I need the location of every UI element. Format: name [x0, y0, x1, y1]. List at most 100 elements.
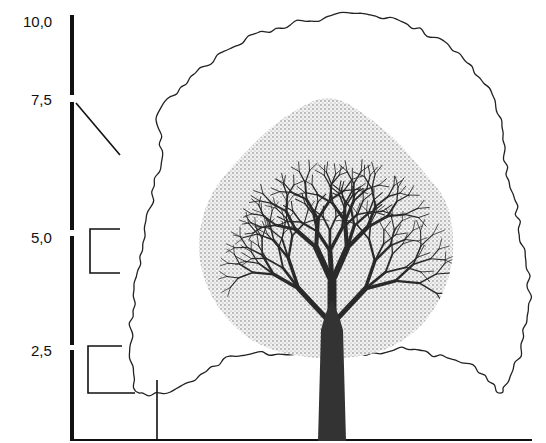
branch	[364, 176, 372, 188]
branch	[379, 179, 386, 185]
branch	[323, 217, 330, 231]
branch	[445, 252, 446, 263]
branch	[252, 214, 264, 216]
branch	[285, 212, 293, 222]
branch	[279, 247, 283, 268]
branch	[351, 204, 357, 212]
branch	[233, 235, 243, 237]
height-scale	[70, 15, 532, 441]
branch	[259, 246, 266, 258]
branch	[287, 221, 301, 223]
branch	[305, 183, 306, 200]
branch	[395, 177, 398, 187]
branch	[295, 193, 305, 196]
ground-line	[70, 439, 532, 441]
branch	[295, 229, 316, 247]
branch	[291, 201, 292, 211]
branch	[318, 194, 326, 202]
branch	[308, 201, 315, 210]
scale-label: 10,0	[22, 14, 53, 29]
branch	[282, 193, 288, 203]
scale-label: 7,5	[30, 92, 53, 107]
branch	[249, 223, 258, 234]
branch	[259, 263, 274, 274]
branch	[251, 242, 252, 252]
branch	[254, 217, 256, 226]
branch	[316, 247, 332, 282]
branch	[346, 220, 358, 226]
branch	[282, 221, 284, 232]
height-bracket	[156, 380, 158, 440]
branch	[226, 248, 235, 253]
branch	[331, 187, 333, 204]
branch	[253, 210, 262, 213]
branch	[357, 200, 363, 214]
branch	[391, 217, 394, 230]
branch	[270, 210, 273, 223]
branch	[384, 221, 391, 230]
branch	[372, 174, 375, 189]
branch	[402, 217, 411, 221]
branch	[358, 226, 369, 240]
branch	[294, 181, 303, 185]
branch	[347, 171, 354, 183]
branch	[406, 257, 418, 267]
branch	[282, 239, 288, 259]
branch	[339, 211, 345, 220]
height-bracket	[76, 103, 120, 155]
branch	[335, 206, 337, 217]
branch	[405, 230, 413, 239]
branch	[293, 175, 294, 185]
branch	[369, 223, 371, 239]
branch	[363, 193, 372, 200]
branch	[227, 276, 238, 277]
branch	[276, 208, 286, 218]
branch	[284, 225, 293, 233]
scale-bar	[70, 350, 74, 441]
branch	[419, 218, 426, 227]
branch	[372, 162, 375, 174]
branch	[418, 200, 424, 208]
branch	[387, 201, 397, 216]
branch	[397, 195, 409, 201]
branch	[221, 258, 228, 263]
branch	[336, 219, 346, 221]
branch	[341, 188, 343, 198]
branch	[339, 193, 345, 208]
branch	[240, 264, 253, 272]
branch	[293, 211, 301, 222]
branch	[298, 162, 300, 172]
branch	[357, 183, 365, 189]
branch	[375, 165, 382, 174]
branch	[403, 240, 414, 244]
branch	[220, 263, 228, 266]
branch	[282, 210, 286, 222]
branch	[246, 212, 249, 223]
branch	[360, 203, 367, 210]
branch	[413, 221, 415, 231]
branch	[330, 228, 342, 251]
branch	[357, 203, 361, 213]
branch	[324, 165, 326, 175]
branch	[305, 170, 309, 182]
branch	[242, 246, 252, 252]
branch	[421, 271, 434, 273]
branch	[405, 208, 418, 214]
branch	[330, 217, 336, 230]
branch	[377, 205, 385, 211]
branch	[408, 195, 419, 196]
branch	[242, 259, 251, 265]
branch	[330, 251, 332, 282]
branch	[339, 181, 341, 193]
branch	[329, 231, 332, 251]
branch	[273, 198, 276, 208]
branches	[219, 160, 464, 330]
branch	[262, 222, 267, 235]
branch	[305, 204, 313, 215]
scale-bar	[70, 236, 74, 345]
branch	[339, 172, 348, 175]
branch	[307, 199, 318, 218]
branch	[291, 167, 299, 172]
branch	[436, 273, 451, 274]
